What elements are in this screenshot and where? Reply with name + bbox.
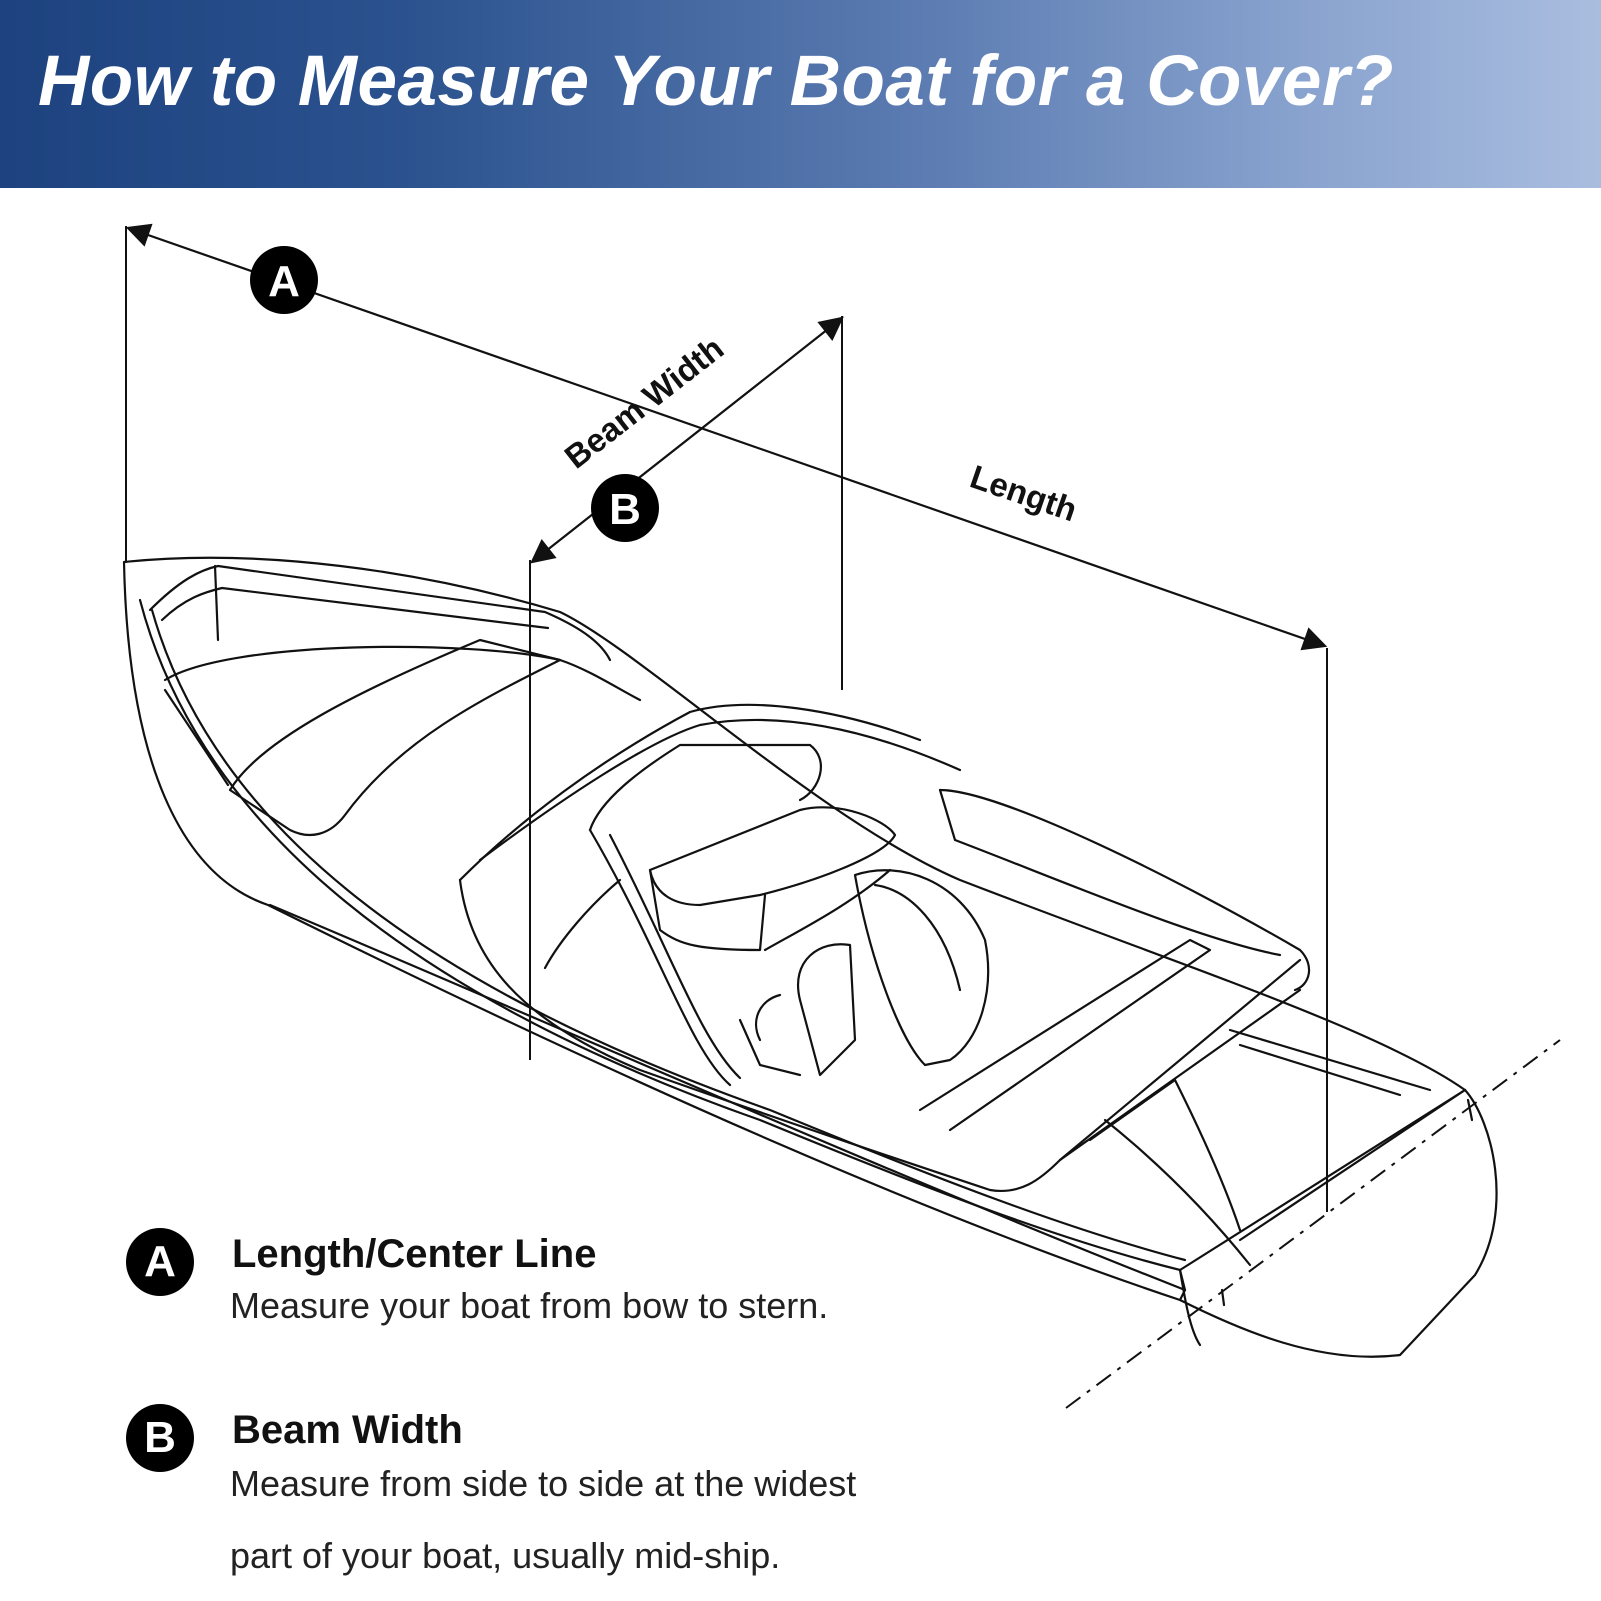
beam-dimension-line xyxy=(530,316,844,564)
legend-desc-length: Measure your boat from bow to stern. xyxy=(230,1285,829,1326)
legend-desc-beam-line2: part of your boat, usually mid-ship. xyxy=(230,1535,781,1576)
legend-badge-b: B xyxy=(126,1404,194,1472)
svg-text:A: A xyxy=(268,257,300,306)
page-title: How to Measure Your Boat for a Cover? xyxy=(38,42,1394,121)
beam-width-label: Beam Width xyxy=(558,329,731,475)
marker-b: B xyxy=(591,474,659,542)
legend-heading-beam: Beam Width xyxy=(232,1408,463,1452)
legend-badge-a: A xyxy=(126,1228,194,1296)
title-banner: How to Measure Your Boat for a Cover? xyxy=(0,0,1601,188)
center-line xyxy=(1065,1039,1561,1409)
svg-text:B: B xyxy=(609,485,641,534)
legend-desc-beam-line1: Measure from side to side at the widest xyxy=(230,1463,857,1504)
length-label: Length xyxy=(966,458,1082,529)
legend-heading-length: Length/Center Line xyxy=(232,1232,597,1276)
marker-a: A xyxy=(250,246,318,314)
boat-diagram: A B Beam Width Length xyxy=(122,223,1561,1409)
